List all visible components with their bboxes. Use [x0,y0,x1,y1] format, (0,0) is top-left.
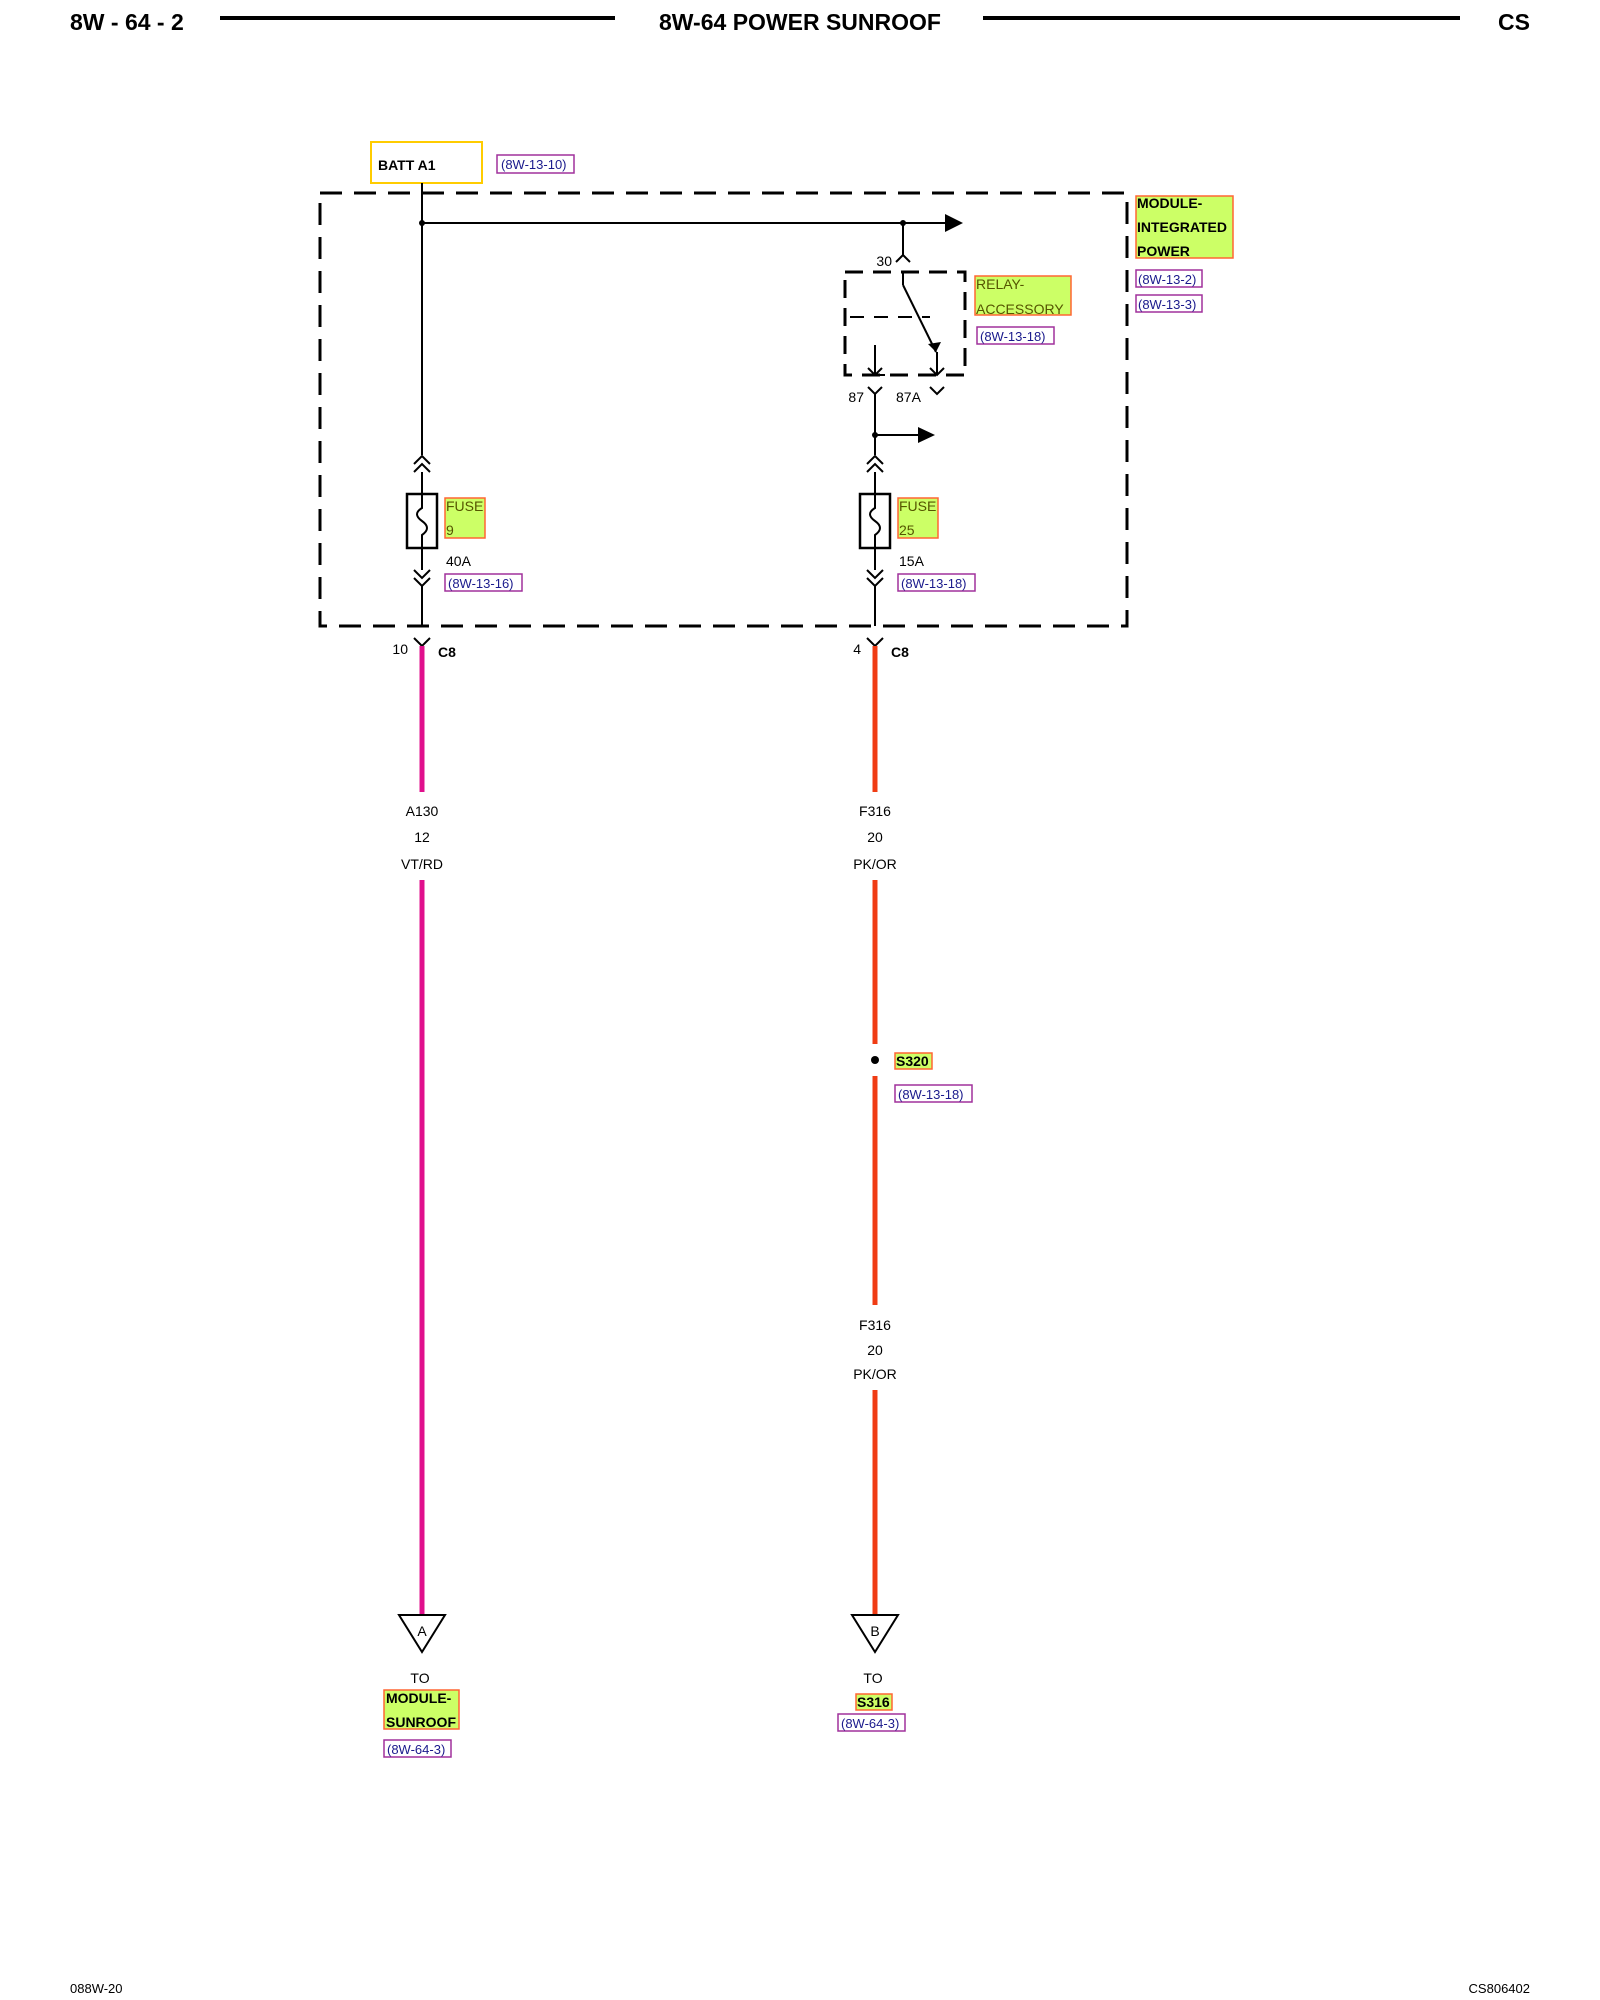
connector-left-pin: 10 [392,641,408,657]
footer-left: 088W-20 [70,1981,123,1996]
fuse25-ref-box[interactable] [897,573,976,592]
relay-pin30: 30 [876,253,892,269]
fuse9-line1: FUSE [446,498,483,514]
terminal-a-letter: A [417,1623,427,1639]
fuse9-line2: 9 [446,522,454,538]
wire-right2-gauge: 20 [867,1342,883,1358]
module-ipm-ref1[interactable]: (8W-13-2) [1138,272,1196,287]
relay-pin87: 87 [848,389,864,405]
footer-right: CS806402 [1469,1981,1530,1996]
pin30-connector-icon [895,253,911,263]
fuse25-line1: FUSE [899,498,936,514]
connector-right-name: C8 [891,644,909,660]
module-ipm-ref2[interactable]: (8W-13-3) [1138,297,1196,312]
terminal-a-line2[interactable]: SUNROOF [386,1714,456,1730]
branch-arrow-icon [918,427,935,443]
terminal-a-line1[interactable]: MODULE- [386,1690,452,1706]
wire-left-color: VT/RD [401,856,443,872]
wire-right-circuit: F316 [859,803,891,819]
batt-ref-box[interactable] [496,154,575,174]
module-ipm-ref2-box[interactable] [1135,294,1203,313]
relay-line2: ACCESSORY [976,301,1064,317]
wire-right-color: PK/OR [853,856,897,872]
relay-ref[interactable]: (8W-13-18) [980,329,1046,344]
connector-c8-pin10-icon [413,637,431,648]
batt-label: BATT A1 [378,157,436,173]
terminal-b-letter: B [870,1623,879,1639]
fuse9-ref-box[interactable] [444,573,523,592]
relay-switch-arm [902,284,937,353]
module-ipm-line2: INTEGRATED [1137,219,1227,235]
terminal-a-ref[interactable]: (8W-64-3) [387,1742,445,1757]
fuse25-rating: 15A [899,553,925,569]
terminal-b-highlight [855,1693,893,1711]
batt-ref[interactable]: (8W-13-10) [501,157,567,172]
page-title: 8W-64 POWER SUNROOF [659,9,941,35]
fuse25-ref[interactable]: (8W-13-18) [901,576,967,591]
relay-pin87a: 87A [896,389,922,405]
terminal-b-ref[interactable]: (8W-64-3) [841,1716,899,1731]
wire-left-gauge: 12 [414,829,430,845]
wire-right2-circuit: F316 [859,1317,891,1333]
connector-left-name: C8 [438,644,456,660]
module-ipm-highlight [1135,195,1234,259]
fuse9-rating: 40A [446,553,472,569]
terminal-b-icon[interactable] [850,1614,900,1654]
batt-box [370,141,483,184]
relay-ref-box[interactable] [976,326,1055,345]
wire-right2-color: PK/OR [853,1366,897,1382]
splice-ref-box[interactable] [894,1084,973,1103]
vehicle-code: CS [1498,9,1530,35]
fuse9-highlight [444,497,486,539]
splice-s320-dot [871,1056,879,1064]
connector-c8-pin4-icon [866,637,884,648]
relay-line1: RELAY- [976,276,1025,292]
wire-left-circuit: A130 [406,803,439,819]
terminal-a-highlight [383,1689,460,1730]
fuse25-line2: 25 [899,522,915,538]
connector-right-pin: 4 [853,641,861,657]
terminal-a-icon[interactable] [397,1614,447,1654]
relay-highlight [974,275,1072,316]
terminal-b-to: TO [863,1670,882,1686]
module-ipm-boundary [318,191,1129,628]
terminal-b-name[interactable]: S316 [857,1694,890,1710]
page-number: 8W - 64 - 2 [70,9,184,35]
splice-highlight [894,1052,933,1070]
module-ipm-line1: MODULE- [1137,195,1203,211]
terminal-a-to: TO [410,1670,429,1686]
module-ipm-line3: POWER [1137,243,1190,259]
wire-right-gauge: 20 [867,829,883,845]
terminal-a-ref-box[interactable] [383,1739,452,1758]
relay-accessory-boundary [843,270,967,377]
terminal-b-ref-box[interactable] [837,1713,906,1732]
module-ipm-ref1-box[interactable] [1135,269,1203,288]
splice-ref[interactable]: (8W-13-18) [898,1087,964,1102]
fuse9-ref[interactable]: (8W-13-16) [448,576,514,591]
fuse25-highlight [897,497,939,539]
splice-name: S320 [896,1053,929,1069]
bus-arrow-icon [945,214,963,232]
